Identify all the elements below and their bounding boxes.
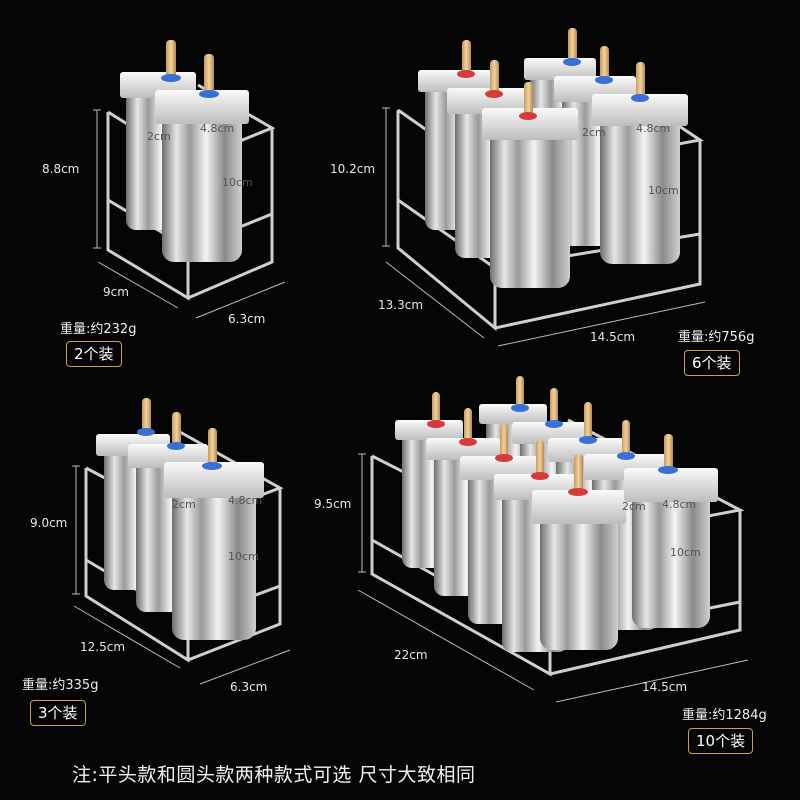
length-label: 9cm bbox=[103, 285, 129, 299]
mold-width-label: 4.8cm bbox=[636, 122, 671, 135]
product-2-pack: 8.8cm 9cm 6.3cm 4.8cm 2cm 10cm 重量:约232g … bbox=[0, 0, 400, 380]
mold-depth-label: 2cm bbox=[172, 498, 196, 511]
mold-height-label: 10cm bbox=[670, 546, 701, 559]
popsicle-mold-6-image bbox=[382, 28, 706, 347]
mold-depth-label: 2cm bbox=[582, 126, 606, 139]
popsicle-mold-2-image bbox=[93, 40, 286, 319]
length-label: 13.3cm bbox=[378, 298, 424, 312]
style-note: 注:平头款和圆头款两种款式可选 尺寸大致相同 bbox=[72, 764, 476, 786]
length-label: 12.5cm bbox=[80, 640, 126, 654]
pack-count-badge: 2个装 bbox=[66, 341, 122, 367]
weight-label: 重量:约756g bbox=[678, 330, 755, 345]
weight-label: 重量:约232g bbox=[60, 322, 137, 337]
width-label: 6.3cm bbox=[230, 680, 268, 694]
weight-label: 重量:约335g bbox=[22, 678, 99, 693]
mold-depth-label: 2cm bbox=[147, 130, 171, 143]
popsicle-mold-3-image bbox=[72, 398, 291, 685]
mold-width-label: 4.8cm bbox=[200, 122, 235, 135]
width-label: 14.5cm bbox=[590, 330, 636, 344]
pack-count-badge: 3个装 bbox=[30, 700, 86, 726]
product-10-pack: 9.5cm 22cm 14.5cm 4.8cm 2cm 10cm 重量:约128… bbox=[314, 376, 767, 754]
height-label: 8.8cm bbox=[42, 162, 80, 176]
mold-height-label: 10cm bbox=[648, 184, 679, 197]
width-label: 14.5cm bbox=[642, 680, 688, 694]
popsicle-mold-10-image bbox=[357, 376, 749, 703]
mold-height-label: 10cm bbox=[228, 550, 259, 563]
weight-label: 重量:约1284g bbox=[682, 708, 767, 723]
height-label: 10.2cm bbox=[330, 162, 376, 176]
product-3-pack: 9.0cm 12.5cm 6.3cm 4.8cm 2cm 10cm 重量:约33… bbox=[0, 0, 400, 740]
height-label: 9.0cm bbox=[30, 516, 68, 530]
pack-count-badge: 6个装 bbox=[684, 350, 740, 376]
mold-height-label: 10cm bbox=[222, 176, 253, 189]
mold-depth-label: 2cm bbox=[622, 500, 646, 513]
mold-width-label: 4.8cm bbox=[662, 498, 697, 511]
product-6-pack: 10.2cm 13.3cm 14.5cm 4.8cm 2cm 10cm 重量:约… bbox=[0, 0, 800, 380]
pack-count-badge: 10个装 bbox=[688, 728, 754, 754]
height-label: 9.5cm bbox=[314, 497, 352, 511]
length-label: 22cm bbox=[394, 648, 428, 662]
mold-width-label: 4.8cm bbox=[228, 494, 263, 507]
width-label: 6.3cm bbox=[228, 312, 266, 326]
